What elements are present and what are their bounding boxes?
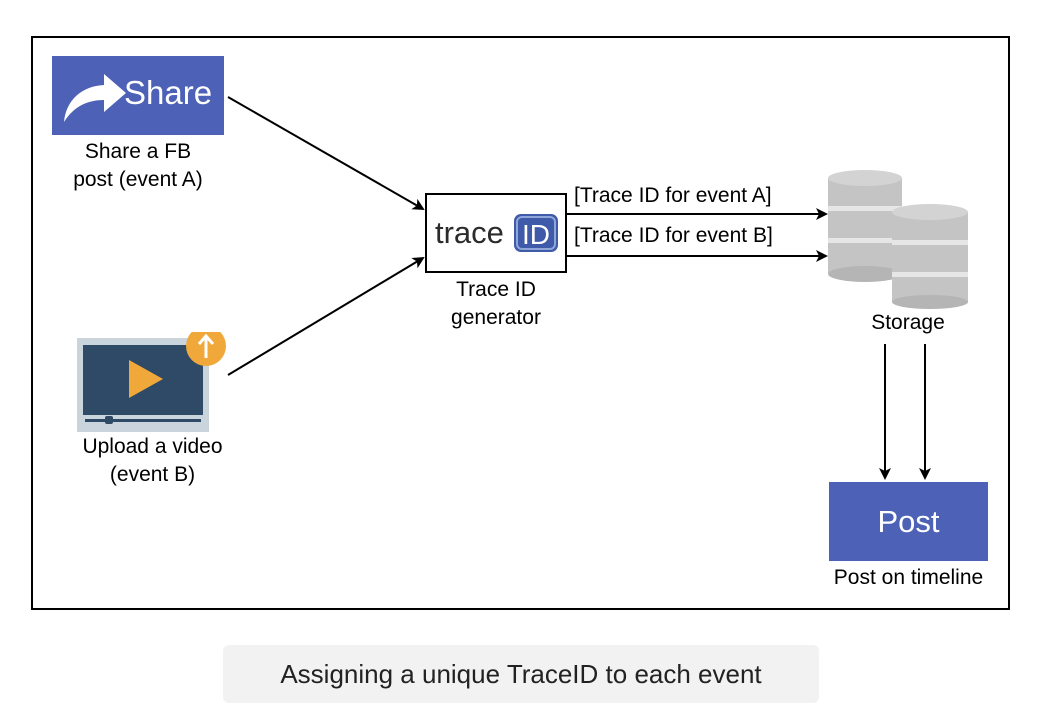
trace-label-line-2: generator	[451, 306, 541, 329]
figure-caption: Assigning a unique TraceID to each event	[223, 645, 819, 703]
share-label-line-1: Share a FB	[84, 140, 192, 163]
edge-label-event-b: [Trace ID for event B]	[574, 224, 773, 247]
share-node: Share	[52, 56, 224, 135]
trace-id-logo-badge-icon: ID	[514, 214, 558, 252]
trace-logo-badge-text: ID	[522, 219, 550, 250]
video-label-line-2: (event B)	[109, 463, 196, 486]
video-label-line-1: Upload a video	[82, 435, 223, 458]
post-node-label: Post on timeline	[833, 566, 984, 589]
trace-logo-word: trace	[435, 215, 504, 250]
share-label-line-2: post (event A)	[73, 168, 203, 191]
edge-label-event-a: [Trace ID for event A]	[574, 184, 772, 207]
storage-database-icon	[828, 170, 968, 309]
trace-label-line-1: Trace ID	[456, 278, 536, 301]
trace-node-label: Trace ID generator	[420, 276, 572, 332]
post-node: Post	[829, 482, 988, 561]
share-node-label: Share a FB post (event A)	[52, 138, 224, 194]
storage-label: Storage	[871, 311, 945, 334]
video-node-label: Upload a video (event B)	[50, 433, 255, 489]
trace-id-generator-node: trace ID	[425, 193, 567, 273]
share-arrow-icon	[64, 74, 126, 122]
share-button-text: Share	[124, 74, 213, 111]
video-upload-icon	[77, 332, 226, 432]
